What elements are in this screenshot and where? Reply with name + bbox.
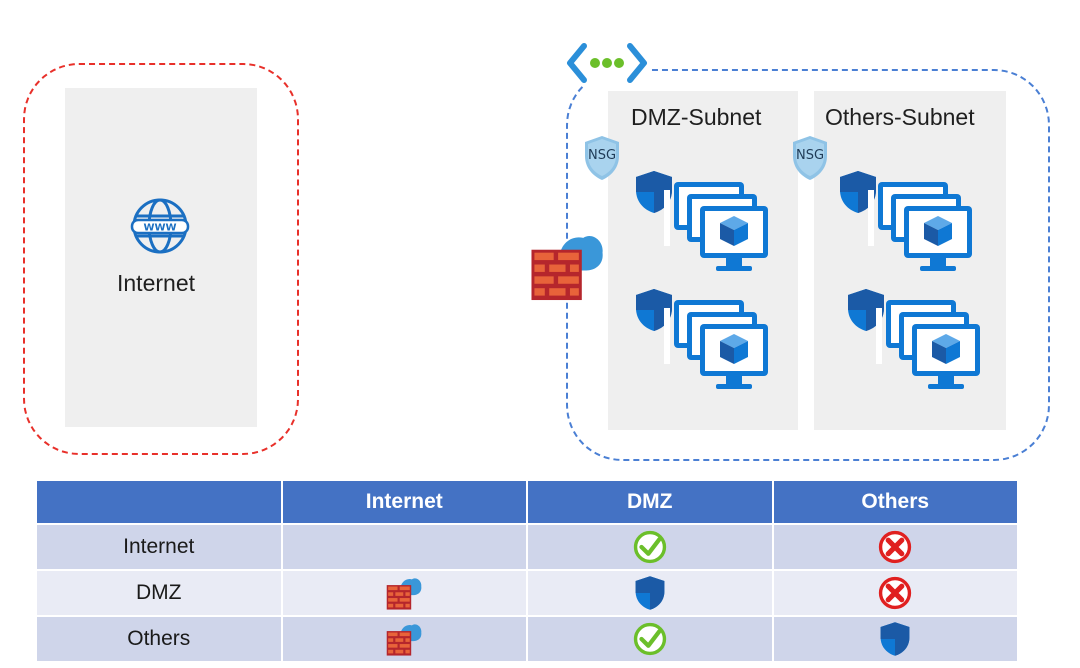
check-icon	[633, 622, 667, 656]
matrix-cell	[282, 617, 526, 661]
nsg-label: NSG	[795, 148, 825, 163]
matrix-cell	[528, 571, 772, 615]
matrix-cell	[528, 525, 772, 569]
vnet-icon	[566, 40, 648, 86]
nsg-label: NSG	[587, 148, 617, 163]
column-header: DMZ	[528, 481, 772, 523]
azure-firewall-icon	[530, 229, 604, 303]
table-header-row: Internet DMZ Others	[37, 481, 1017, 523]
vm-icon	[660, 298, 770, 398]
internet-panel	[65, 88, 257, 427]
table-row: Others	[37, 617, 1017, 661]
nsg-icon-dmz: NSG	[582, 134, 622, 182]
matrix-cell	[282, 525, 526, 569]
internet-label: Internet	[117, 270, 195, 296]
vm-icon	[864, 180, 974, 280]
vm-icon	[872, 298, 982, 398]
matrix-cell	[282, 571, 526, 615]
matrix-cell	[773, 525, 1017, 569]
matrix-cell	[528, 617, 772, 661]
table-row: DMZ	[37, 571, 1017, 615]
cross-icon	[878, 576, 912, 610]
check-icon	[633, 530, 667, 564]
shield-icon	[879, 621, 911, 657]
others-subnet-label: Others-Subnet	[825, 104, 975, 130]
table-row: Internet	[37, 525, 1017, 569]
row-label: Internet	[37, 525, 281, 569]
matrix-cell	[773, 617, 1017, 661]
row-label: DMZ	[37, 571, 281, 615]
firewall-icon	[386, 621, 422, 657]
internet-zone	[23, 63, 299, 455]
dmz-subnet-label: DMZ-Subnet	[631, 104, 762, 130]
column-header	[37, 481, 281, 523]
firewall-icon	[386, 575, 422, 611]
column-header: Internet	[282, 481, 526, 523]
shield-icon	[634, 575, 666, 611]
vm-icon	[660, 180, 770, 280]
matrix-cell	[773, 571, 1017, 615]
column-header: Others	[773, 481, 1017, 523]
www-label: WWW	[143, 223, 176, 234]
access-matrix-table: Internet DMZ Others Internet DMZ Others	[35, 479, 1019, 663]
nsg-icon-others: NSG	[790, 134, 830, 182]
globe-icon: WWW	[130, 198, 190, 254]
cross-icon	[878, 530, 912, 564]
row-label: Others	[37, 617, 281, 661]
